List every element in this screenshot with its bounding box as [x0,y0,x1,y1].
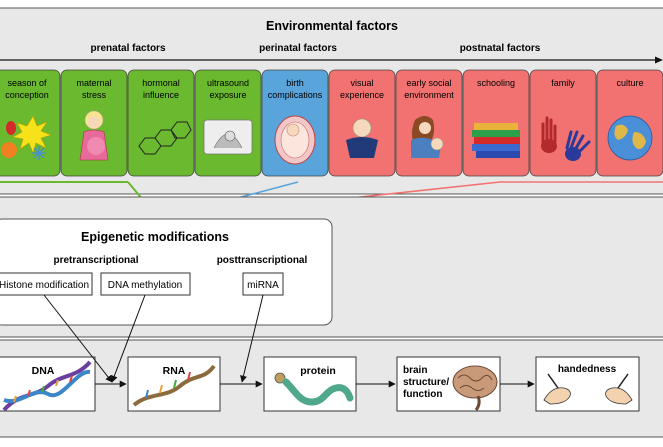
pretranscriptional-label: pretranscriptional [53,255,138,266]
timeline-arrowhead [655,56,663,64]
factor-box-bg [127,69,195,177]
environmental-title: Environmental factors [266,19,398,33]
factor-box: ultrasound exposure [194,69,262,177]
factor-label-line1: hormonal [142,78,180,88]
brain-label-line2: structure/ [403,377,449,388]
brain-label-line3: function [403,389,442,400]
hand-prints-icon [541,116,591,161]
period-postnatal: postnatal factors [460,43,541,54]
epigenetic-box [0,218,333,326]
dna-methylation-label: DNA methylation [108,280,182,291]
fetus-in-womb-icon [274,115,316,165]
mother-and-baby-icon [411,116,444,158]
rna-strand-icon [132,364,216,407]
book-stack-icon [472,123,520,158]
factor-label-line1: maternal [76,78,111,88]
factor-label-line1: schooling [477,78,515,88]
rna-label: RNA [163,365,186,377]
factor-label-line1: early social [406,78,451,88]
factor-box: hormonal influence [127,69,195,177]
mirna-to-translation-arrow [240,294,264,383]
factor-label-line2: complications [268,90,323,100]
stressed-pregnant-woman-icon [79,110,109,161]
factor-box: maternal stress [60,69,128,177]
factor-label-line1: culture [616,78,643,88]
child-icon [346,118,378,158]
brain-icon [452,365,498,411]
factor-box: early social environment [395,69,463,177]
histone-to-transcription-arrow [43,294,113,383]
factor-box: family [529,69,597,177]
factor-box: culture [596,69,663,177]
factor-row: season of conception maternal stress hormona… [0,69,663,177]
brain-label-line1: brain [403,365,427,376]
period-prenatal: prenatal factors [90,43,165,54]
sun-flower-snowflake-icon [1,115,52,160]
steroid-molecule-icon [138,121,192,155]
dna-helix-icon [2,360,92,412]
factor-label-line2: influence [143,90,179,100]
dna-label: DNA [32,365,55,377]
factor-label-line2: experience [340,90,384,100]
factor-box: season of conception [0,69,61,177]
epigenetic-title: Epigenetic modifications [81,230,229,244]
posttranscriptional-label: posttranscriptional [217,255,308,266]
dna-methylation-box [100,272,191,296]
period-perinatal: perinatal factors [259,43,337,54]
factor-label-line1: birth [286,78,304,88]
factor-label-line1: family [551,78,575,88]
factor-box: schooling [462,69,530,177]
factor-label-line1: ultrasound [207,78,249,88]
protein-label: protein [300,365,336,377]
factor-label-line1: visual [350,78,373,88]
factor-label-line2: stress [82,90,107,100]
mirna-label: miRNA [247,280,279,291]
ultrasound-image-icon [203,119,253,155]
writing-hands-icon [543,373,633,405]
handedness-label: handedness [558,364,617,375]
factor-label-line1: season of [7,78,47,88]
factor-label-line2: environment [404,90,454,100]
factor-label-line2: exposure [209,90,246,100]
factor-box: birth complications [261,69,329,177]
methylation-to-transcription-arrow [110,294,146,383]
protein-chain-icon [274,372,354,406]
factor-box: visual experience [328,69,396,177]
factor-label-line2: conception [5,90,49,100]
globe-icon [607,115,653,161]
histone-label: Histone modification [0,280,89,291]
